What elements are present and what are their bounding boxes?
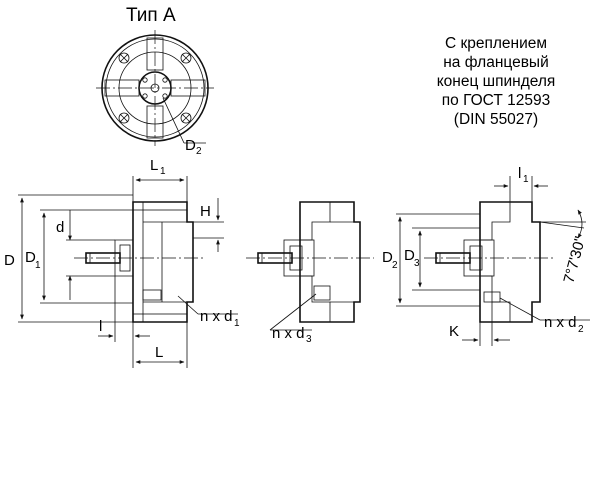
label-l: l: [99, 318, 102, 335]
svg-text:n x d: n x d: [272, 325, 305, 342]
svg-text:L: L: [155, 344, 163, 361]
svg-text:l: l: [518, 165, 521, 182]
label-l1: l 1: [518, 165, 529, 185]
left-section-view: [18, 176, 238, 368]
label-D3: D 3: [404, 247, 420, 269]
svg-text:1: 1: [234, 318, 240, 329]
svg-text:2: 2: [392, 260, 398, 271]
mounting-note: С креплением на фланцевый конец шпинделя…: [437, 35, 556, 128]
note-line-4: по ГОСТ 12593: [442, 92, 550, 109]
title-type-a: Тип А: [126, 5, 176, 26]
svg-text:3: 3: [306, 334, 312, 345]
svg-text:1: 1: [35, 260, 41, 271]
svg-text:2: 2: [578, 324, 584, 335]
svg-text:3: 3: [414, 258, 420, 269]
label-n-x-d1: n x d 1: [200, 308, 240, 329]
label-D1: D 1: [25, 249, 41, 271]
svg-text:H: H: [200, 203, 211, 220]
svg-text:D: D: [185, 137, 196, 154]
svg-text:K: K: [449, 323, 459, 340]
label-angle: 7°7'30": [560, 235, 589, 285]
label-d: d: [56, 219, 64, 236]
svg-text:L: L: [150, 157, 158, 174]
svg-text:n x d: n x d: [544, 314, 577, 331]
front-view: [96, 30, 214, 146]
svg-text:D: D: [4, 252, 15, 269]
svg-text:D: D: [382, 249, 393, 266]
label-L: L: [155, 344, 163, 361]
label-n-x-d2: n x d 2: [544, 314, 584, 335]
label-D: D: [4, 252, 15, 269]
note-line-3: конец шпинделя: [437, 73, 556, 90]
label-H: H: [200, 203, 211, 220]
label-K: K: [449, 323, 459, 340]
svg-text:l: l: [99, 318, 102, 335]
note-line-5: (DIN 55027): [454, 111, 538, 128]
label-D2: D 2: [382, 249, 398, 271]
right-section-view: [396, 176, 590, 346]
svg-text:1: 1: [160, 166, 166, 177]
svg-text:2: 2: [196, 146, 202, 157]
svg-text:1: 1: [523, 174, 529, 185]
label-D2-front: D 2: [185, 137, 202, 157]
note-line-1: С креплением: [445, 35, 547, 52]
note-line-2: на фланцевый: [443, 54, 548, 71]
label-n-x-d3: n x d 3: [272, 325, 312, 345]
svg-text:7°7'30": 7°7'30": [560, 235, 589, 285]
svg-text:n x d: n x d: [200, 308, 233, 325]
middle-section-view: [246, 201, 374, 331]
svg-text:d: d: [56, 219, 64, 236]
label-L1: L 1: [150, 157, 166, 177]
svg-text:D: D: [25, 249, 36, 266]
svg-text:D: D: [404, 247, 415, 264]
